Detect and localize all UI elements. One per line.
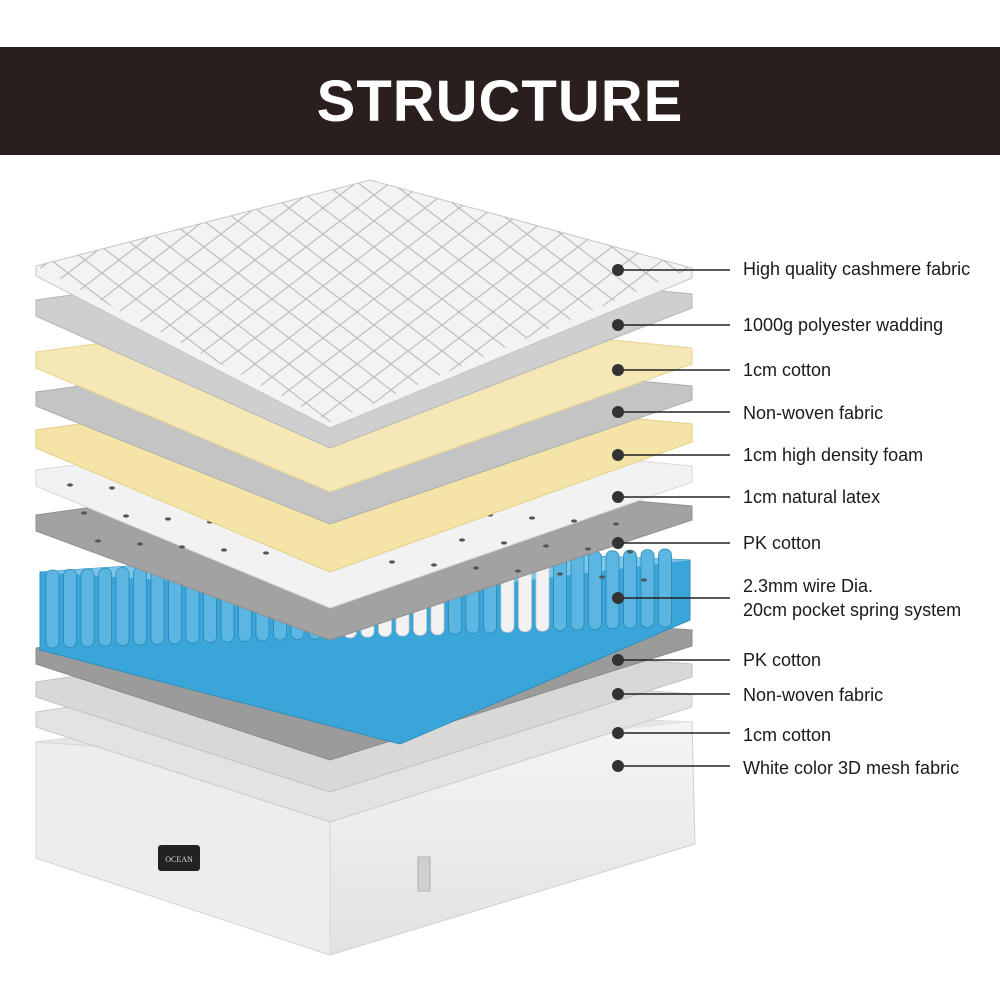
spring-coil — [658, 548, 672, 628]
label-pk-cotton-top: PK cotton — [743, 533, 822, 553]
leader-dot — [612, 264, 624, 276]
leader-dot — [612, 760, 624, 772]
latex-hole — [543, 544, 549, 548]
spring-coil — [133, 566, 147, 646]
latex-hole — [165, 517, 171, 521]
spring-coil — [98, 567, 112, 647]
latex-hole — [263, 551, 269, 555]
spring-coil — [588, 551, 602, 630]
spring-coil — [63, 569, 77, 648]
care-label — [417, 856, 431, 892]
spring-coil — [45, 569, 60, 649]
latex-hole — [599, 575, 605, 579]
leader-dot — [612, 727, 624, 739]
spring-coil — [570, 551, 585, 631]
latex-hole — [473, 566, 479, 570]
label-3d-mesh-fabric: White color 3D mesh fabric — [743, 758, 960, 778]
leader-dot — [612, 688, 624, 700]
label-natural-latex: 1cm natural latex — [743, 487, 881, 507]
layer-cashmere-fabric — [35, 179, 693, 429]
latex-hole — [137, 542, 143, 546]
label-spring-system: 20cm pocket spring system — [743, 600, 962, 620]
brand-tag-text: OCEAN — [165, 855, 193, 864]
label-polyester-wadding: 1000g polyester wadding — [743, 315, 944, 335]
latex-hole — [81, 511, 87, 515]
label-non-woven-bottom: Non-woven fabric — [743, 685, 884, 705]
latex-hole — [123, 514, 129, 518]
leader-dot — [612, 654, 624, 666]
leader-dot — [612, 319, 624, 331]
latex-hole — [109, 486, 115, 490]
title-banner: STRUCTURE — [0, 47, 1000, 155]
spring-coil — [640, 549, 655, 628]
latex-hole — [585, 547, 591, 551]
spring-coil — [623, 549, 637, 629]
label-cotton-bottom: 1cm cotton — [743, 725, 832, 745]
latex-hole — [501, 541, 507, 545]
spring-coil — [115, 567, 130, 646]
latex-hole — [557, 572, 563, 576]
latex-hole — [641, 578, 647, 582]
label-non-woven-top: Non-woven fabric — [743, 403, 884, 423]
leader-dot — [612, 449, 624, 461]
latex-hole — [67, 483, 73, 487]
label-high-density-foam: 1cm high density foam — [743, 445, 924, 465]
latex-hole — [95, 539, 101, 543]
latex-hole — [221, 548, 227, 552]
leader-dot — [612, 537, 624, 549]
latex-hole — [179, 545, 185, 549]
spring-coil — [80, 568, 95, 648]
leader-lines — [612, 264, 730, 772]
leader-dot — [612, 491, 624, 503]
brand-tag — [158, 845, 200, 871]
latex-hole — [459, 538, 465, 542]
latex-hole — [571, 519, 577, 523]
leader-dot — [612, 406, 624, 418]
latex-hole — [515, 569, 521, 573]
latex-hole — [389, 560, 395, 564]
latex-hole — [529, 516, 535, 520]
label-spring-wire: 2.3mm wire Dia. — [743, 576, 874, 596]
leader-dot — [612, 364, 624, 376]
label-pk-cotton-bottom: PK cotton — [743, 650, 822, 670]
banner-title: STRUCTURE — [316, 68, 684, 134]
label-cashmere-fabric: High quality cashmere fabric — [743, 259, 971, 279]
label-cotton-top: 1cm cotton — [743, 360, 832, 380]
latex-hole — [431, 563, 437, 567]
leader-dot — [612, 592, 624, 604]
latex-hole — [627, 550, 633, 554]
latex-hole — [613, 522, 619, 526]
spring-coil — [605, 550, 620, 630]
